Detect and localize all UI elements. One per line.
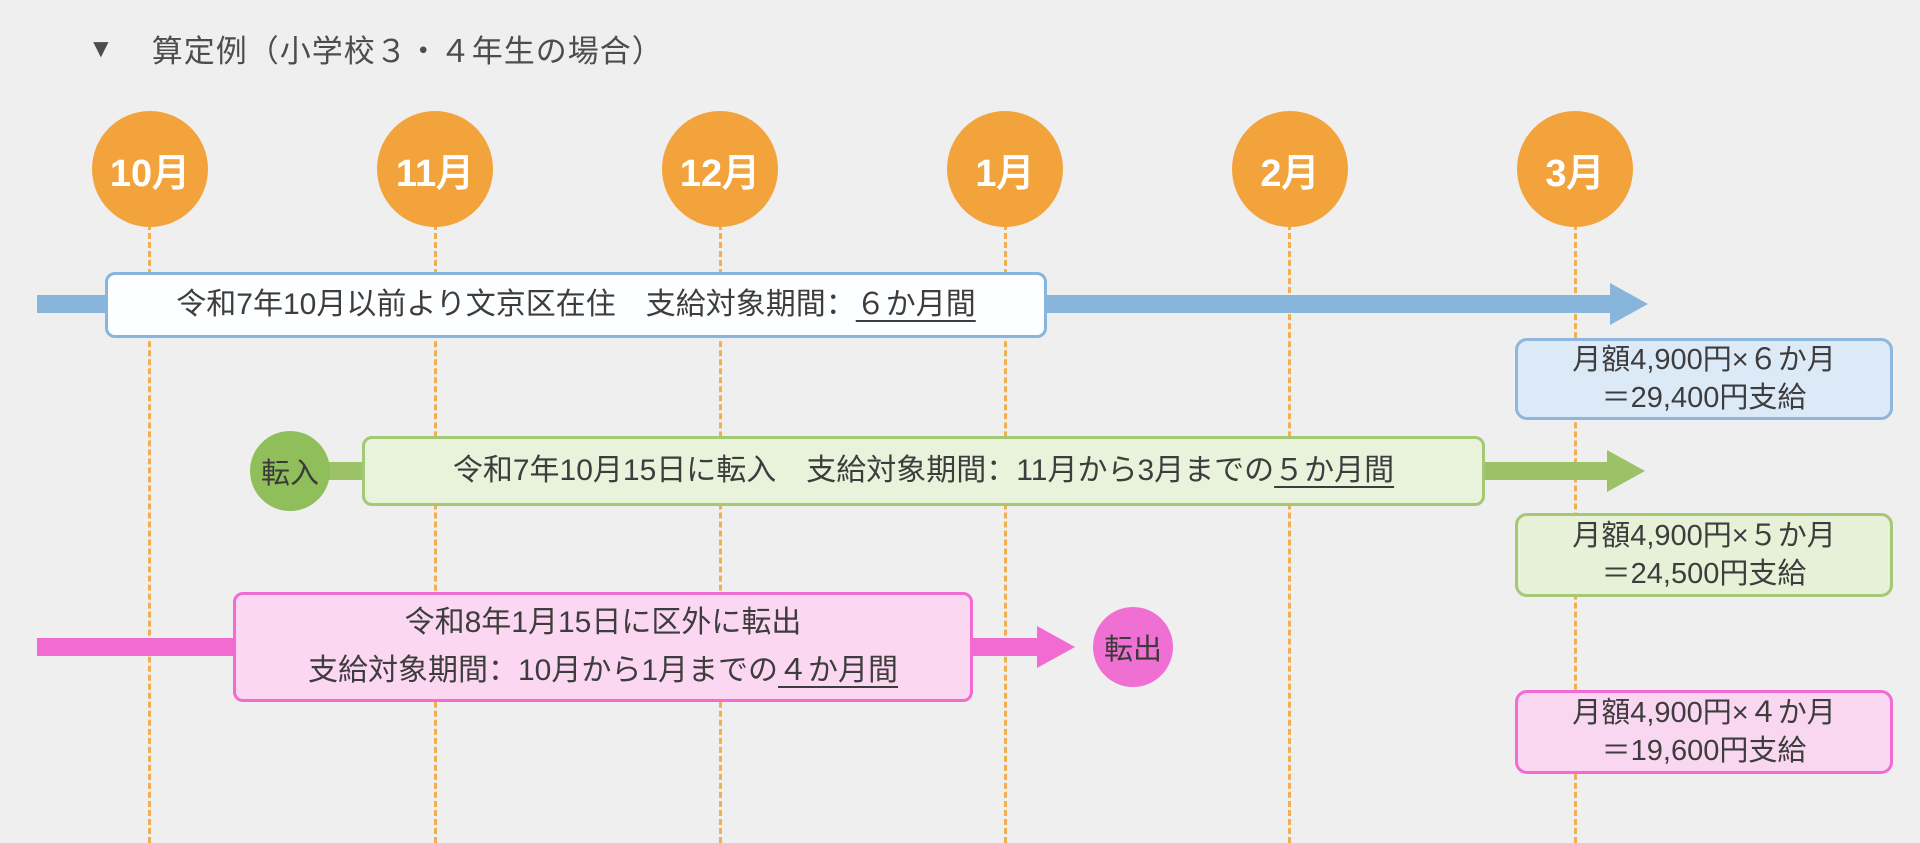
month-circle-feb: 2月 — [1232, 111, 1348, 227]
month-gridline-feb — [1288, 224, 1291, 843]
triangle-marker-icon: ▼ — [88, 33, 114, 63]
moveout-period-label: 令和8年1月15日に区外に転出 支給対象期間：10月から1月までの４か月間 — [233, 592, 973, 702]
month-gridline-nov — [434, 224, 437, 843]
resident-timeline-arrowhead — [1610, 283, 1648, 325]
movein-badge: 転入 — [250, 431, 330, 511]
movein-period-months: ５か月間 — [1274, 454, 1395, 487]
month-label: 10月 — [109, 152, 191, 195]
movein-timeline-arrowhead — [1607, 450, 1645, 492]
movein-badge-label: 転入 — [260, 458, 319, 490]
month-gridline-jan — [1004, 224, 1007, 843]
resident-result-total: ＝29,400円支給 — [1601, 382, 1807, 414]
resident-period-prefix: 令和7年10月以前より文京区在住 支給対象期間： — [176, 288, 856, 321]
movein-result-box: 月額4,900円×５か月 ＝24,500円支給 — [1515, 513, 1893, 597]
movein-period-prefix: 令和7年10月15日に転入 支給対象期間：11月から3月までの — [452, 454, 1275, 487]
moveout-result-formula: 月額4,900円×４か月 — [1572, 697, 1836, 729]
movein-period-label: 令和7年10月15日に転入 支給対象期間：11月から3月までの５か月間 — [362, 436, 1485, 506]
month-label: 11月 — [395, 152, 475, 195]
resident-period-months: ６か月間 — [855, 288, 976, 321]
month-circle-mar: 3月 — [1517, 111, 1633, 227]
moveout-badge-label: 転出 — [1103, 634, 1162, 666]
resident-result-box: 月額4,900円×６か月 ＝29,400円支給 — [1515, 338, 1893, 420]
month-label: 2月 — [1260, 152, 1320, 195]
moveout-result-box: 月額4,900円×４か月 ＝19,600円支給 — [1515, 690, 1893, 774]
diagram-title-row: ▼ 算定例（小学校３・４年生の場合） — [88, 26, 664, 71]
month-circle-nov: 11月 — [377, 111, 493, 227]
movein-result-total: ＝24,500円支給 — [1601, 558, 1807, 590]
movein-period-text: 令和7年10月15日に転入 支給対象期間：11月から3月までの５か月間 — [453, 447, 1394, 495]
moveout-period-prefix: 支給対象期間：10月から1月までの — [307, 654, 779, 687]
month-circle-dec: 12月 — [662, 111, 778, 227]
moveout-period-line1: 令和8年1月15日に区外に転出 — [404, 606, 802, 639]
month-circle-oct: 10月 — [92, 111, 208, 227]
resident-period-text: 令和7年10月以前より文京区在住 支給対象期間：６か月間 — [176, 281, 975, 329]
month-label: 12月 — [679, 152, 761, 195]
moveout-result-total: ＝19,600円支給 — [1601, 735, 1807, 767]
month-label: 3月 — [1545, 152, 1605, 195]
movein-result-formula: 月額4,900円×５か月 — [1572, 520, 1836, 552]
moveout-badge: 転出 — [1093, 607, 1173, 687]
resident-result-formula: 月額4,900円×６か月 — [1572, 344, 1836, 376]
moveout-period-line2: 支給対象期間：10月から1月までの４か月間 — [308, 647, 898, 695]
moveout-timeline-arrowhead — [1037, 626, 1075, 668]
moveout-period-months: ４か月間 — [778, 654, 899, 687]
page-title: 算定例（小学校３・４年生の場合） — [151, 34, 664, 69]
month-circle-jan: 1月 — [947, 111, 1063, 227]
month-gridline-dec — [719, 224, 722, 843]
month-label: 1月 — [975, 152, 1035, 195]
month-gridline-oct — [148, 224, 151, 843]
resident-period-label: 令和7年10月以前より文京区在住 支給対象期間：６か月間 — [105, 272, 1047, 338]
